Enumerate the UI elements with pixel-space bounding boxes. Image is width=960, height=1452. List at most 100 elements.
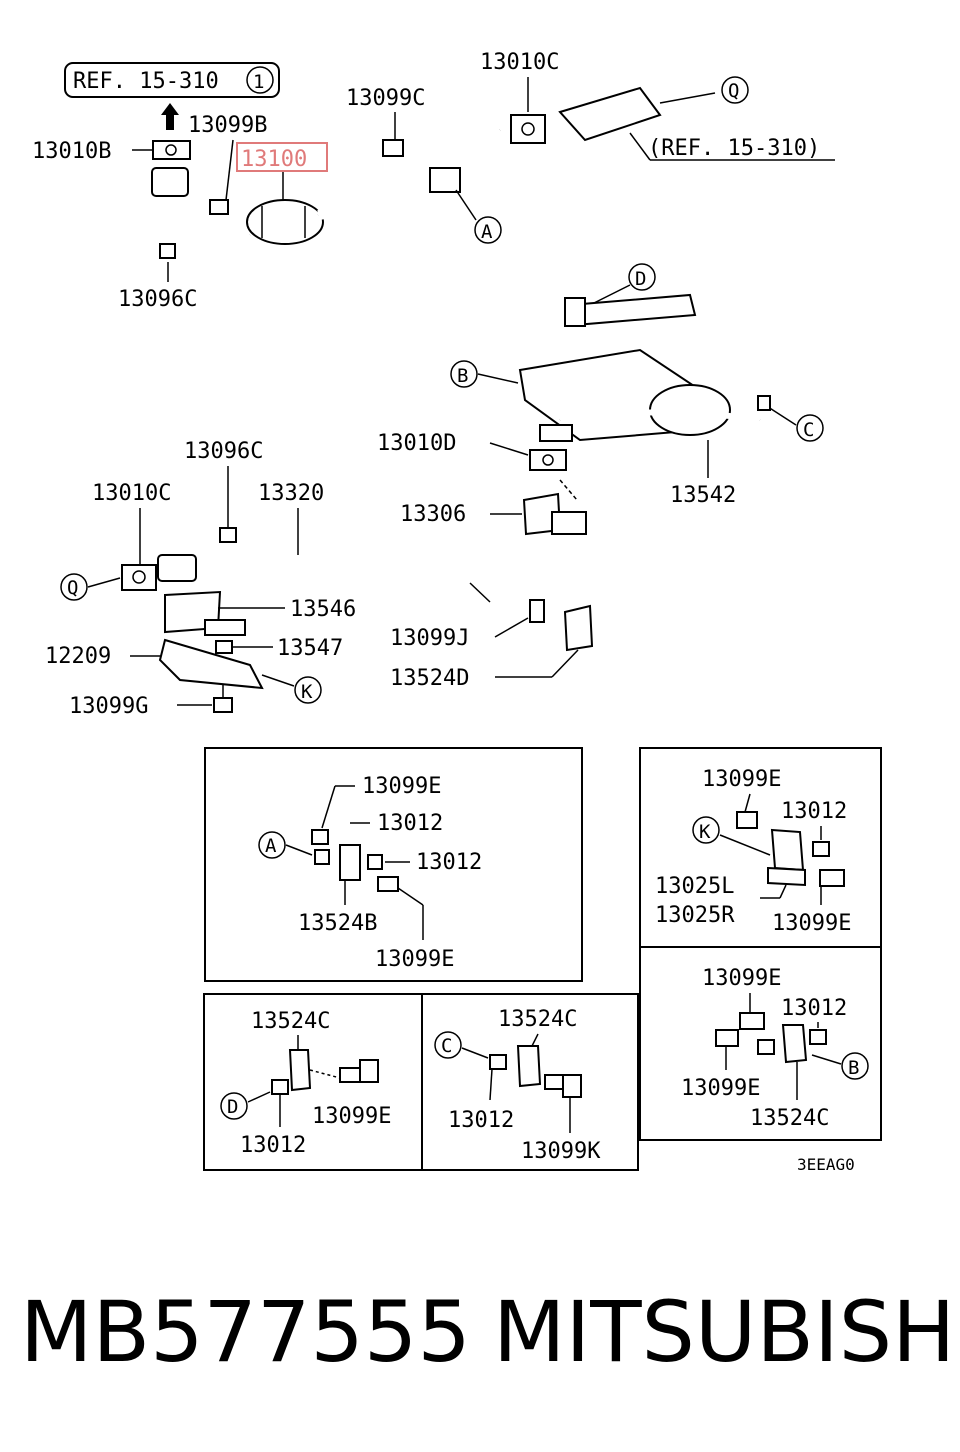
detailD-hanger	[288, 1049, 312, 1092]
callout-Q-mid-label: Q	[67, 577, 78, 599]
detailD-callout-label: D	[227, 1096, 238, 1118]
detailK-bolt-2	[819, 869, 845, 887]
detailB-bolt-2	[715, 1029, 739, 1047]
detailB-13012: 13012	[781, 996, 847, 1021]
bolt-13099J	[529, 599, 545, 623]
front-flange	[151, 167, 189, 197]
detailC-collar	[489, 1054, 507, 1070]
clip-13547	[215, 640, 233, 654]
detailA-collar-2	[367, 854, 383, 870]
detailD-13524C: 13524C	[251, 1009, 330, 1034]
detailK-13025R: 13025R	[655, 903, 735, 928]
center-pipe-top	[317, 125, 502, 220]
detailK-13099E-top: 13099E	[702, 767, 781, 792]
detailD-bolt	[339, 1067, 361, 1083]
label-13099C: 13099C	[346, 86, 425, 111]
detailB-13099E-top: 13099E	[702, 966, 781, 991]
hanger-D	[564, 297, 586, 327]
callout-D-mid	[628, 263, 656, 291]
detailB-13099E-bottom: 13099E	[681, 1076, 760, 1101]
arrow-up-icon	[161, 103, 179, 130]
detailC-hanger	[516, 1045, 542, 1088]
bolt-13099B	[209, 199, 229, 215]
label-13524D: 13524D	[390, 666, 469, 691]
detailC-13099K: 13099K	[521, 1139, 601, 1164]
center-pipe-13320	[160, 527, 565, 586]
gasket-13010C-mid	[121, 564, 157, 591]
rear-converter	[558, 86, 662, 142]
label-13096C-top: 13096C	[118, 287, 197, 312]
detailD-13012: 13012	[240, 1133, 306, 1158]
bolt-13099C	[382, 139, 404, 157]
detailB-callout-label: B	[848, 1057, 859, 1079]
callout-Q-mid	[60, 573, 88, 601]
detailA-13012-right: 13012	[416, 850, 482, 875]
part-number: MB577555	[20, 1283, 471, 1381]
detailD-collar	[271, 1079, 289, 1095]
detailA-bolt	[311, 829, 329, 845]
bracket-12209	[158, 638, 264, 690]
detailA-13099E-top: 13099E	[362, 774, 441, 799]
label-13306: 13306	[400, 502, 466, 527]
detailB-bolt	[739, 1012, 765, 1030]
detailC-13524C: 13524C	[498, 1007, 577, 1032]
ref-top-label: REF. 15-310	[73, 69, 219, 94]
callout-D-mid-label: D	[635, 268, 646, 290]
label-13542: 13542	[670, 483, 736, 508]
detailA-callout-label: A	[265, 835, 277, 857]
label-13100: 13100	[241, 147, 307, 172]
detailC-13012: 13012	[448, 1108, 514, 1133]
detailK-bolt	[736, 811, 758, 829]
gasket-13010C-top	[510, 114, 546, 144]
label-13010C-mid: 13010C	[92, 481, 171, 506]
detailA-hanger-13524B	[339, 844, 361, 881]
heat-protector-bracket	[204, 619, 246, 636]
ref-top-number: 1	[253, 71, 264, 93]
catalytic-converter-13100	[246, 199, 324, 245]
gasket-13010D	[529, 449, 567, 471]
detail-box-A	[204, 747, 583, 982]
callout-B-mid	[450, 360, 478, 388]
detailB-collar	[809, 1029, 827, 1045]
label-13099J: 13099J	[390, 626, 469, 651]
detailK-13012: 13012	[781, 799, 847, 824]
detailA-13012-top: 13012	[377, 811, 443, 836]
label-12209: 12209	[45, 644, 111, 669]
detailK-bracket-13025	[767, 866, 806, 887]
detailD-callout	[220, 1092, 248, 1120]
detailK-hanger	[770, 828, 805, 872]
detail-box-B	[639, 946, 882, 1141]
nut-13096C-mid	[219, 527, 237, 543]
detailB-hanger-13524C	[781, 1024, 808, 1064]
detailB-collar-2	[757, 1039, 775, 1055]
callout-K-mid-label: K	[301, 681, 313, 703]
callout-K-mid	[294, 676, 322, 704]
detailK-callout	[692, 816, 720, 844]
label-13546: 13546	[290, 597, 356, 622]
callout-B-mid-label: B	[457, 365, 468, 387]
detailB-13524C: 13524C	[750, 1106, 829, 1131]
brand-name: MITSUBISHI	[493, 1283, 960, 1381]
callout-Q-top-label: Q	[728, 80, 739, 102]
detailA-13524B: 13524B	[298, 911, 377, 936]
detailK-13099E-bottom: 13099E	[772, 911, 851, 936]
label-13099B: 13099B	[188, 113, 267, 138]
callout-A-top-label: A	[481, 221, 493, 243]
detailK-13025L: 13025L	[655, 874, 734, 899]
detailD-13099E: 13099E	[312, 1104, 391, 1129]
callout-C-mid-label: C	[803, 419, 814, 441]
gasket-13010B	[152, 140, 191, 160]
detailK-collar	[812, 841, 830, 857]
callout-Q-top	[721, 76, 749, 104]
ref-box-top	[64, 62, 280, 98]
detailB-callout	[841, 1052, 869, 1080]
detailC-callout-label: C	[441, 1035, 452, 1057]
tail-pipe	[568, 293, 697, 327]
label-13010B: 13010B	[32, 139, 111, 164]
label-13099G: 13099G	[69, 694, 148, 719]
ref-right-label: (REF. 15-310)	[648, 136, 820, 161]
pipe-flange-rear	[551, 511, 587, 535]
detailD-bolt-head	[359, 1059, 379, 1083]
